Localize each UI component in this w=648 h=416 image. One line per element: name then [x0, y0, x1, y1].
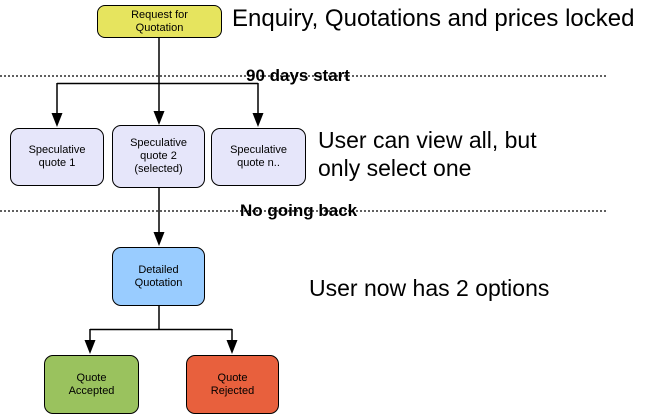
arrowhead-to-spec2 — [153, 111, 165, 125]
arrowhead-to-rejected — [226, 340, 238, 354]
node-quote-accepted[interactable]: Quote Accepted — [44, 355, 139, 414]
node-detailed-quotation[interactable]: Detailed Quotation — [112, 247, 205, 306]
node-speculative-quote-2-selected[interactable]: Speculative quote 2 (selected) — [112, 125, 205, 188]
milestone-90-days-start: 90 days start — [246, 66, 350, 85]
annotation-view-all-line1: User can view all, but — [318, 127, 537, 153]
annotation-view-all-line2: only select one — [318, 155, 472, 181]
node-speculative-quote-n[interactable]: Speculative quote n.. — [211, 128, 306, 186]
arrowhead-to-spec1 — [51, 113, 63, 127]
annotation-two-options: User now has 2 options — [309, 275, 550, 301]
arrowhead-to-detailed — [153, 232, 165, 246]
node-speculative-quote-1[interactable]: Speculative quote 1 — [10, 128, 104, 186]
arrowhead-to-specn — [252, 113, 264, 127]
milestone-no-going-back: No going back — [240, 201, 358, 220]
arrowhead-to-accepted — [84, 340, 96, 354]
node-request-for-quotation[interactable]: Request for Quotation — [97, 5, 222, 38]
annotation-view-all: User can view all, but only select one — [318, 126, 537, 182]
annotation-enquiry: Enquiry, Quotations and prices locked — [232, 5, 635, 32]
node-quote-rejected[interactable]: Quote Rejected — [186, 355, 279, 414]
